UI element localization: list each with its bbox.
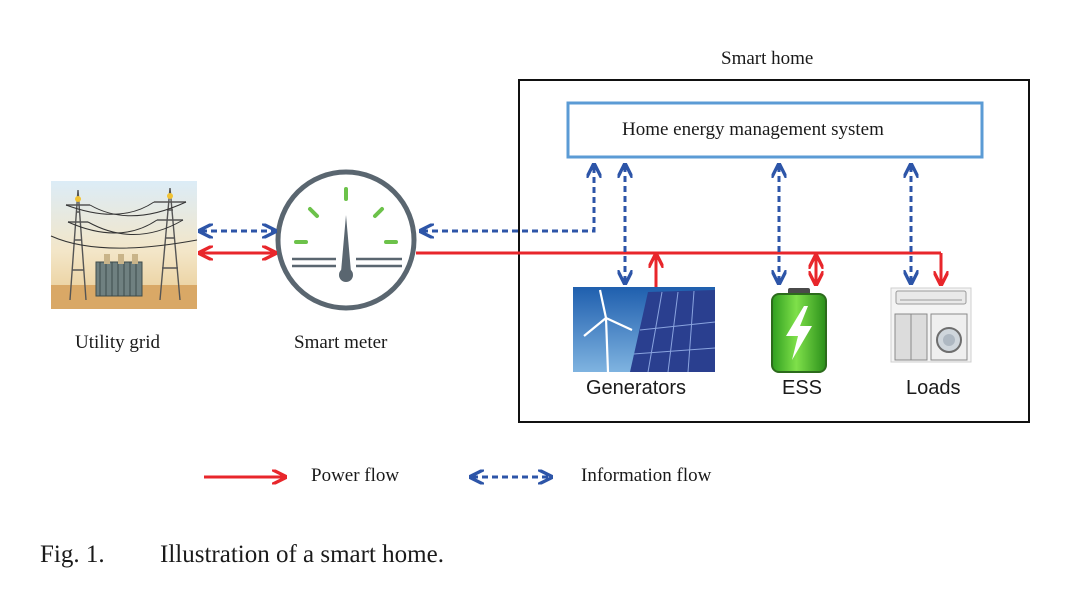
figure-caption-text: Illustration of a smart home. xyxy=(160,541,444,568)
legend-power-flow-label: Power flow xyxy=(311,465,400,486)
utility-grid-icon xyxy=(50,181,198,309)
battery-charging-icon xyxy=(771,288,827,373)
generators-icon xyxy=(573,287,716,373)
smart-home-boundary xyxy=(518,79,1030,423)
loads-label: Loads xyxy=(906,377,961,399)
figure-caption-prefix: Fig. 1. xyxy=(40,541,105,568)
appliances-icon xyxy=(890,287,972,363)
smart-meter-icon xyxy=(275,169,417,311)
smart-meter-label: Smart meter xyxy=(294,332,388,353)
generators-label: Generators xyxy=(586,377,687,399)
hems-box xyxy=(566,101,984,159)
legend-information-flow-label: Information flow xyxy=(581,465,712,486)
information-flow-lines xyxy=(201,166,911,282)
hems-label: Home energy management system xyxy=(622,119,884,140)
utility-grid-label: Utility grid xyxy=(75,332,160,353)
smart-home-title: Smart home xyxy=(721,48,814,69)
ess-label: ESS xyxy=(782,377,823,399)
info-path-meter-hems xyxy=(422,166,594,231)
power-flow-lines xyxy=(201,253,941,287)
